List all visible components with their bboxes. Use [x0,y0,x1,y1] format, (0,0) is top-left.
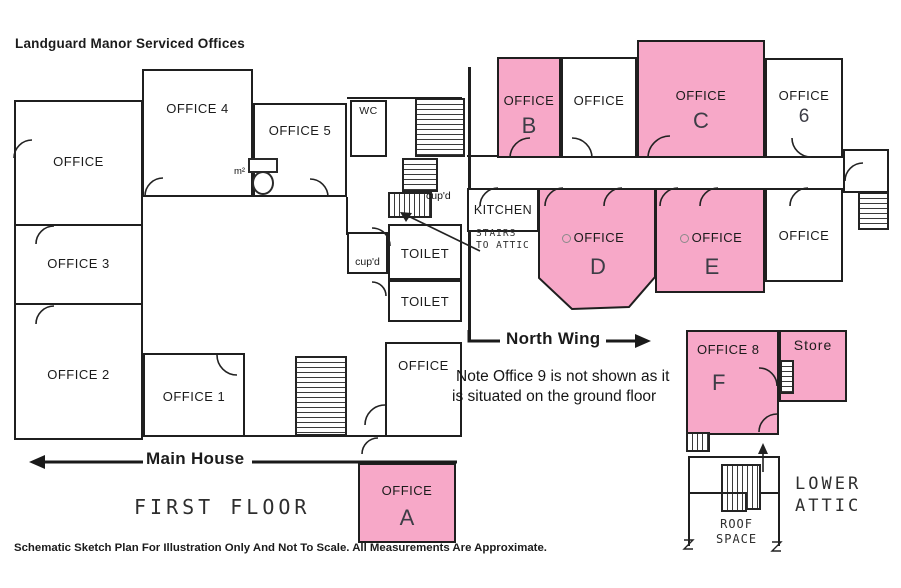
room-office-ne: OFFICE [765,188,843,282]
stairs-below-office-8 [686,432,710,452]
room-office-4: OFFICE 4 [142,69,253,197]
roof-space-label: ROOF SPACE [716,517,758,546]
north-wing-label: North Wing [506,329,601,348]
room-toilet-2: TOILET [388,280,462,322]
first-floor-label: FIRST FLOOR [134,495,311,519]
main-house-label: Main House [146,449,245,468]
room-office-8: OFFICE 8 F [686,330,779,435]
room-office-2: OFFICE 2 [14,303,143,440]
stairs-main-upper [415,98,465,157]
dot-icon [679,234,689,243]
room-office-c: OFFICE C [637,40,765,158]
room-office-d-letter: D [590,254,606,279]
note-line-1: Note Office 9 is not shown as it [456,368,670,385]
cupboard-label-upper: cup'd [426,190,451,202]
wall-segment [346,197,348,235]
wall-segment [347,97,462,99]
stairs-main-lower [295,356,347,436]
room-office-3: OFFICE 3 [14,224,143,305]
stairs-north-wing-east [858,192,889,230]
stairs-to-attic-label: STAIRS TO ATTIC [476,228,530,252]
room-office-b: OFFICE B [497,57,561,158]
stairs-attic-small [721,492,747,512]
m2-annotation: m² [234,166,246,177]
toilet-fixture-icon [252,171,274,195]
attic-wall-right [778,492,780,546]
lower-attic-label: LOWER ATTIC [795,474,862,517]
room-office-d [538,188,656,311]
room-cupboard: cup'd [347,232,388,274]
room-office-d-label: OFFICE [548,230,638,245]
wall-segment [467,155,497,157]
room-office-mid: OFFICE [385,342,462,437]
room-office-1: OFFICE 1 [143,353,245,437]
room-office-e-letter: E [704,254,720,279]
room-office-between-b-c: OFFICE [561,57,637,158]
room-office-top-left: OFFICE [14,100,143,226]
page-title: Landguard Manor Serviced Offices [15,36,245,51]
room-toilet-1: TOILET [388,224,462,280]
attic-wall-left [688,492,690,546]
footer-caption: Schematic Sketch Plan For Illustration O… [14,542,547,554]
wall-segment [245,435,387,437]
room-office-e-label: OFFICE [668,230,754,245]
dot-icon [561,234,571,243]
stairs-main-mid [402,158,438,192]
room-wc: WC [350,100,387,157]
room-office-a: OFFICE A [358,463,456,543]
room-office-6: OFFICE 6 [765,58,843,158]
stairs-store [780,360,794,394]
room-kitchen: KITCHEN [467,188,539,232]
note-line-2: is situated on the ground floor [452,388,657,405]
corridor-vestibule [843,149,889,193]
